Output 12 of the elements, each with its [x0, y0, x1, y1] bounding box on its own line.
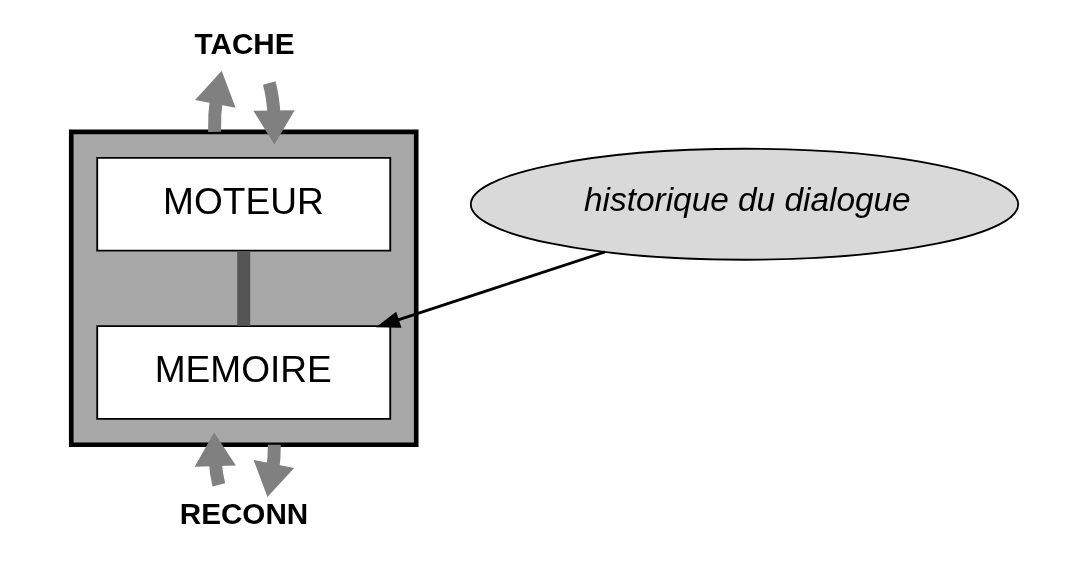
node-box: MEMOIRE [96, 325, 392, 420]
arrow [194, 432, 236, 487]
node-text: TACHE [194, 27, 295, 61]
cluster [68, 129, 419, 448]
node-text: RECONN [179, 497, 309, 531]
arrow [195, 70, 236, 133]
arrow [375, 250, 606, 328]
arrow [253, 81, 295, 145]
connector [237, 251, 251, 326]
node-ellipse: historique du dialogue [469, 147, 1020, 261]
node-box: MOTEUR [96, 156, 392, 252]
arrow [253, 444, 295, 498]
